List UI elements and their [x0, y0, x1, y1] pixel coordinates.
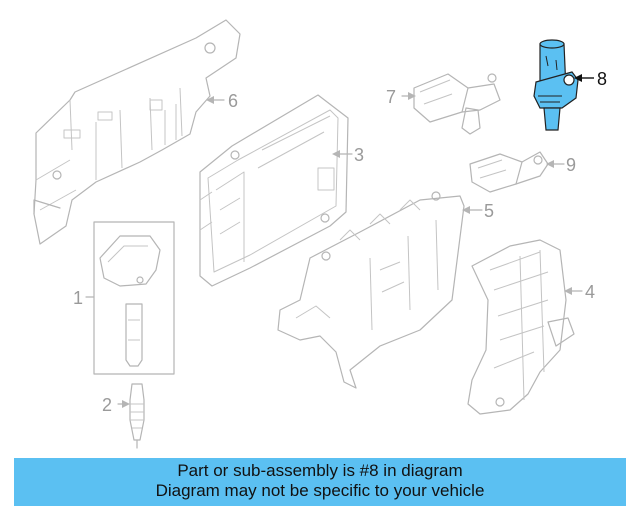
svg-text:6: 6	[228, 91, 238, 111]
svg-text:4: 4	[585, 282, 595, 302]
svg-text:3: 3	[354, 145, 364, 165]
svg-text:2: 2	[102, 395, 112, 415]
svg-text:8: 8	[597, 69, 607, 89]
part-5-bracket[interactable]	[277, 191, 465, 389]
part-7-sensor[interactable]	[413, 73, 501, 135]
callout-6: 6	[206, 91, 238, 111]
part-3-control-module[interactable]	[199, 94, 349, 287]
callout-2: 2	[102, 395, 130, 415]
callout-8: 8	[574, 69, 607, 89]
part-1-ignition-coil[interactable]	[93, 221, 175, 375]
part-6-bracket[interactable]	[33, 19, 241, 245]
part-2-spark-plug[interactable]	[129, 383, 145, 449]
banner-line-2: Diagram may not be specific to your vehi…	[155, 481, 485, 500]
svg-text:5: 5	[484, 201, 494, 221]
svg-text:9: 9	[566, 155, 576, 175]
part-8-sensor-highlighted[interactable]	[533, 39, 579, 131]
svg-text:1: 1	[73, 288, 83, 308]
callout-9: 9	[546, 155, 576, 175]
parts-diagram: 6 3 1 2	[33, 19, 607, 449]
info-banner: Part or sub-assembly is #8 in diagram Di…	[14, 458, 626, 506]
part-4-housing[interactable]	[467, 239, 575, 415]
callout-4: 4	[564, 282, 595, 302]
svg-text:7: 7	[386, 87, 396, 107]
callout-5: 5	[462, 201, 494, 221]
callout-1: 1	[73, 288, 95, 308]
callout-7: 7	[386, 87, 416, 107]
part-9-sensor[interactable]	[469, 151, 549, 193]
callout-3: 3	[332, 145, 364, 165]
banner-line-1: Part or sub-assembly is #8 in diagram	[177, 461, 463, 480]
